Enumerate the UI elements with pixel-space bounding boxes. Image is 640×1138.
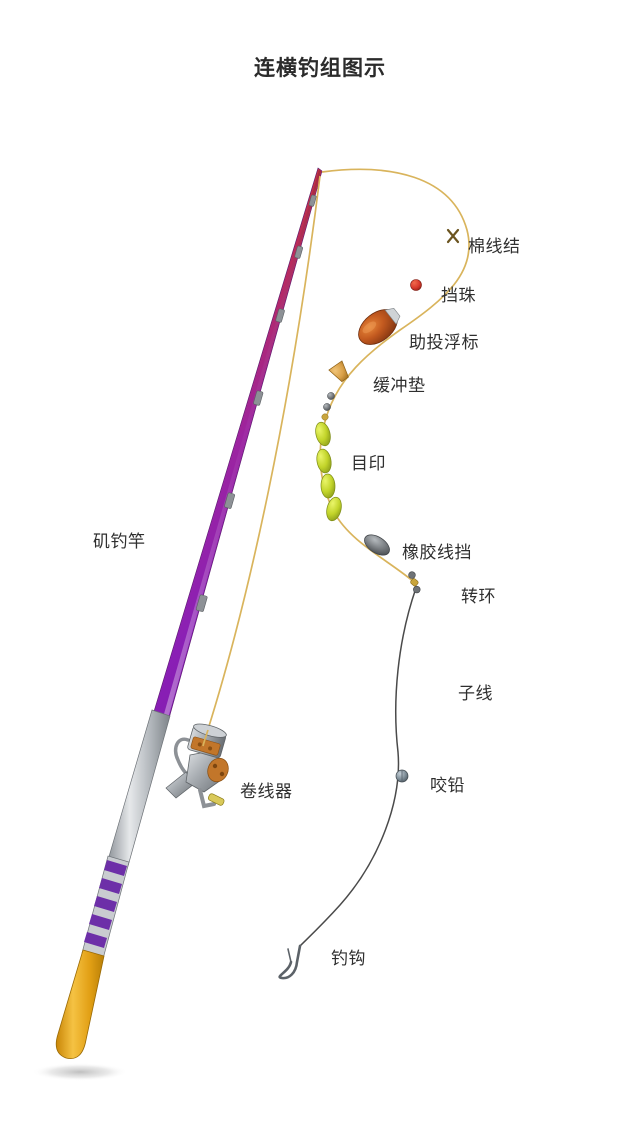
rod-butt-cap	[55, 949, 105, 1059]
label-rock-rod: 矶钓竿	[93, 532, 146, 552]
rod-grip	[81, 855, 130, 960]
rubber-stopper	[364, 534, 390, 556]
sight-markers	[315, 421, 342, 522]
page-title: 连横钓组图示	[254, 56, 386, 80]
label-leader-line: 子线	[458, 684, 493, 704]
main-line	[202, 168, 470, 746]
cushion-pad	[328, 360, 349, 383]
stopper-bead	[410, 279, 422, 291]
label-cushion-pad: 缓冲垫	[373, 376, 426, 396]
swivel	[408, 571, 421, 594]
fish-hook	[278, 944, 302, 980]
rod-guides	[195, 194, 317, 612]
rod-highlight	[162, 170, 321, 722]
casting-float	[358, 307, 401, 345]
reel-seat	[107, 709, 171, 867]
label-sight-markers: 目印	[351, 454, 386, 474]
label-casting-float: 助投浮标	[409, 333, 479, 353]
spinning-reel	[165, 723, 229, 809]
label-bead: 挡珠	[441, 286, 476, 306]
main-line-to-tip	[202, 175, 321, 746]
label-swivel: 转环	[461, 587, 496, 607]
cotton-knot	[446, 228, 460, 244]
rock-fishing-rod	[55, 167, 323, 1059]
label-fish-hook: 钓钩	[331, 949, 366, 969]
small-beads	[321, 392, 335, 421]
label-split-shot: 咬铅	[430, 776, 465, 796]
label-reel: 卷线器	[240, 782, 293, 802]
label-rubber-stopper: 橡胶线挡	[402, 543, 472, 563]
leader-line	[299, 587, 417, 947]
label-cotton-knot: 棉线结	[468, 237, 521, 257]
rod-shadow	[32, 1063, 128, 1081]
